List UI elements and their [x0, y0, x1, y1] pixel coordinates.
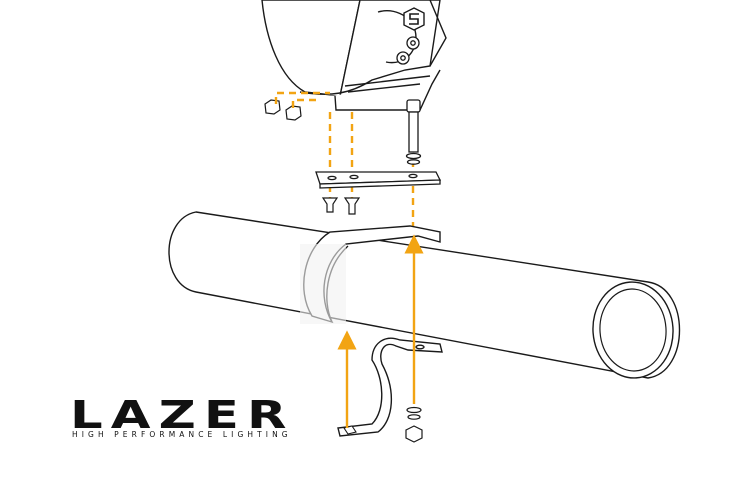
- lower-fasteners: [405, 406, 423, 443]
- s-logo-icon: [403, 7, 425, 31]
- lower-clamp: [337, 337, 443, 437]
- brand-logo: LAZER: [70, 393, 295, 437]
- housing-bolt-heads: [396, 36, 420, 65]
- vertical-bolt: [405, 99, 422, 165]
- tube: [168, 211, 681, 379]
- mounting-plate: [315, 171, 442, 189]
- assembly-arrows: [337, 234, 424, 428]
- hex-nut-pair: [264, 99, 302, 121]
- brand-tagline: HIGH PERFORMANCE LIGHTING: [72, 430, 292, 439]
- upper-clamp: [300, 225, 441, 324]
- countersunk-screws: [321, 197, 361, 215]
